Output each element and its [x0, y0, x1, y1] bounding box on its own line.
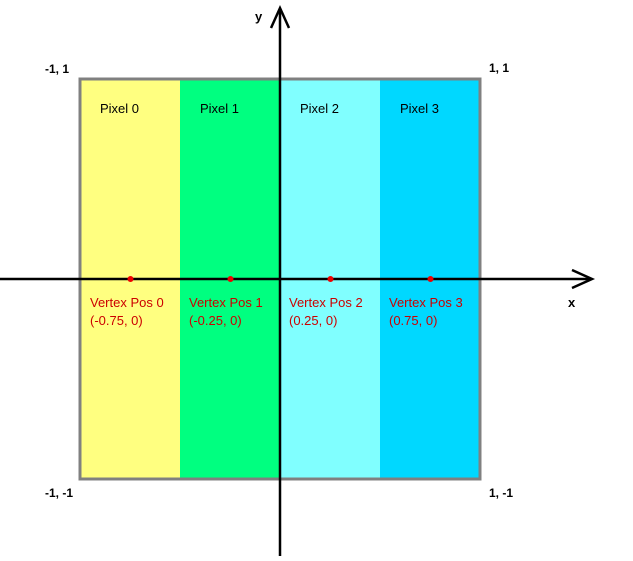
vertex-name-1: Vertex Pos 1: [189, 295, 263, 310]
corner-label-top-right: 1, 1: [489, 61, 509, 75]
vertex-point-2: [327, 276, 334, 282]
pixel-label-1: Pixel 1: [200, 101, 239, 116]
vertex-coord-0: (-0.75, 0): [90, 313, 143, 328]
vertex-coord-3: (0.75, 0): [389, 313, 437, 328]
corner-label-bottom-right: 1, -1: [489, 486, 513, 500]
pixel-label-0: Pixel 0: [100, 101, 139, 116]
vertex-point-1: [227, 276, 234, 282]
y-axis-arrowhead: [269, 4, 291, 29]
vertex-coord-2: (0.25, 0): [289, 313, 337, 328]
vertex-name-3: Vertex Pos 3: [389, 295, 463, 310]
axes: [0, 4, 596, 556]
vertex-point-0: [127, 276, 134, 282]
corner-label-bottom-left: -1, -1: [45, 486, 73, 500]
pixel-label-2: Pixel 2: [300, 101, 339, 116]
corner-label-top-left: -1, 1: [45, 62, 69, 76]
vertex-coord-1: (-0.25, 0): [189, 313, 242, 328]
y-axis-label: y: [255, 9, 263, 24]
vertex-name-2: Vertex Pos 2: [289, 295, 363, 310]
x-axis-label: x: [568, 295, 576, 310]
pixel-label-3: Pixel 3: [400, 101, 439, 116]
x-axis-arrowhead: [571, 268, 596, 290]
vertex-name-0: Vertex Pos 0: [90, 295, 164, 310]
vertex-point-3: [427, 276, 434, 282]
vertex-points: [127, 276, 434, 282]
